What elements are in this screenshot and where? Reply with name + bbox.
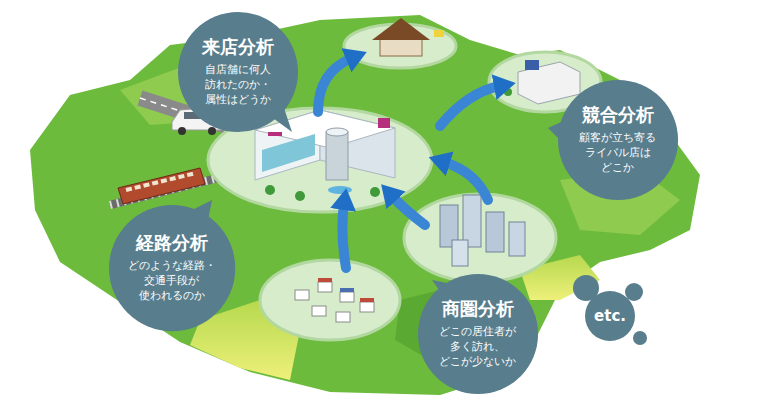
callout-body: 顧客が立ち寄る ライバル店は どこか (576, 131, 660, 176)
tree (370, 187, 380, 197)
train-body (118, 168, 205, 204)
map-ground (30, 15, 700, 395)
callout-body: どのような経路・ 交通手段が 使われるのか (126, 259, 218, 304)
apartment (452, 240, 468, 266)
callout-heading: 経路分析 (136, 232, 208, 254)
circle-fill (109, 205, 235, 331)
circle-fill (585, 291, 635, 341)
node-content: 競合分析顧客が立ち寄る ライバル店は どこか (558, 80, 678, 200)
node-content: etc. (585, 291, 635, 341)
bubble (633, 331, 647, 345)
train-windows (126, 173, 196, 190)
node-content: 経路分析どのような経路・ 交通手段が 使われるのか (109, 205, 235, 331)
store-building (372, 18, 444, 56)
mall-sign (268, 132, 282, 136)
house-roof (340, 288, 354, 292)
text-group: 経路分析どのような経路・ 交通手段が 使われるのか (126, 232, 218, 303)
houses (295, 278, 374, 322)
callout-circle: 商圏分析どこの居住者が 多く訪れ、 どこが少ないか (418, 274, 538, 394)
text-group: 競合分析顧客が立ち寄る ライバル店は どこか (576, 104, 660, 175)
callout-heading: 商圏分析 (442, 298, 514, 320)
house (336, 312, 350, 322)
callout-circle: 競合分析顧客が立ち寄る ライバル店は どこか (558, 80, 678, 200)
house-roof (360, 298, 374, 302)
text-group: etc. (594, 307, 626, 325)
rival-sign (525, 60, 539, 70)
store-sign (434, 30, 444, 37)
house (312, 306, 326, 316)
etc-bubbles (573, 275, 647, 345)
tree (295, 191, 305, 201)
shopping-mall (255, 110, 395, 201)
house (295, 290, 309, 300)
flow-arrows (318, 58, 500, 268)
text-group: 来店分析自店舗に何人 訪れたのか・ 属性はどうか (198, 36, 278, 107)
mall-tower-top (326, 128, 348, 136)
house (360, 302, 374, 312)
text-group: 商圏分析どこの居住者が 多く訪れ、 どこが少ないか (436, 298, 520, 369)
node-content: 商圏分析どこの居住者が 多く訪れ、 どこが少ないか (418, 274, 538, 394)
callout-body: どこの居住者が 多く訪れ、 どこが少ないか (436, 325, 520, 370)
mall-glass (262, 134, 315, 172)
rival-store (504, 60, 580, 104)
etc-circle: etc. (585, 291, 635, 341)
car-wheel (178, 127, 186, 135)
fountain (328, 186, 352, 194)
circle-fill (178, 12, 298, 132)
house-roof (318, 278, 332, 282)
car-wheel (208, 127, 216, 135)
platform (260, 260, 400, 340)
callout-circle: 来店分析自店舗に何人 訪れたのか・ 属性はどうか (178, 12, 298, 132)
callout-body: 自店舗に何人 訪れたのか・ 属性はどうか (198, 63, 278, 108)
store-roof (372, 18, 430, 40)
ground (30, 15, 700, 395)
flow-arrow (444, 162, 488, 200)
node-content: 来店分析自店舗に何人 訪れたのか・ 属性はどうか (178, 12, 298, 132)
etc-text: etc. (594, 307, 626, 325)
circle-fill (558, 80, 678, 200)
flow-arrow (342, 204, 346, 268)
circle-fill (418, 274, 538, 394)
apartment (486, 212, 504, 252)
flow-arrow (318, 58, 352, 112)
tree (504, 88, 512, 96)
mall-tower (326, 132, 348, 180)
platform (404, 194, 556, 282)
train (118, 168, 205, 204)
callout-heading: 競合分析 (582, 104, 654, 126)
house (340, 292, 354, 302)
mall-sign (378, 118, 390, 128)
flow-arrow (392, 196, 425, 225)
apartments (440, 195, 525, 266)
callout-circle: 経路分析どのような経路・ 交通手段が 使われるのか (109, 205, 235, 331)
store-wall (380, 38, 422, 56)
house (318, 282, 332, 292)
bubble (625, 283, 643, 301)
callout-heading: 来店分析 (202, 36, 274, 58)
apartment (463, 195, 481, 247)
flow-arrow (440, 86, 500, 126)
tree (265, 185, 275, 195)
apartment (509, 222, 525, 256)
